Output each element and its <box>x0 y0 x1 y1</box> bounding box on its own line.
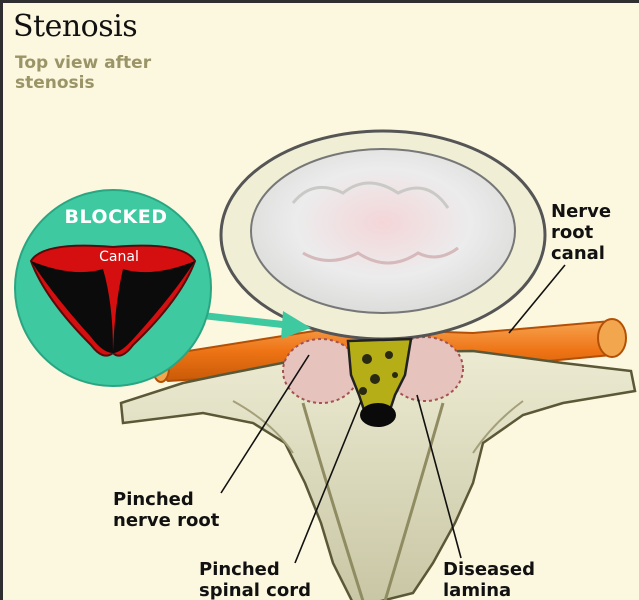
vertebral-disc <box>221 131 545 339</box>
nerve-root-canal-label: Nerve root canal <box>551 201 639 264</box>
canal-label: Canal <box>89 249 149 265</box>
pinched-nerve-root-label: Pinched nerve root <box>113 489 253 531</box>
spine-illustration <box>3 3 639 600</box>
diseased-lamina-label: Diseased lamina <box>443 559 563 600</box>
pinched-spinal-cord-label: Pinched spinal cord <box>199 559 339 600</box>
blocked-badge: BLOCKED <box>56 206 176 228</box>
